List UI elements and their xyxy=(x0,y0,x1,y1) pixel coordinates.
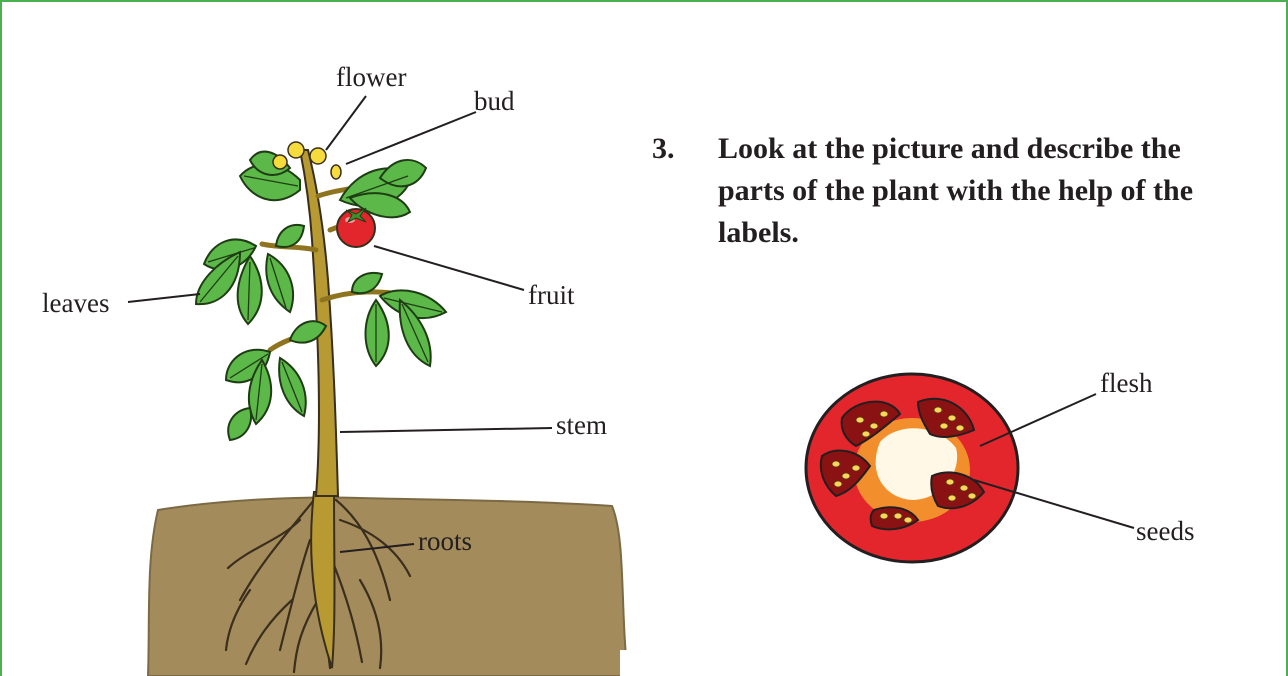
fruit-line xyxy=(374,246,524,290)
question-text: Look at the picture and describe the par… xyxy=(718,128,1252,254)
leaves-label: leaves xyxy=(42,290,109,317)
flower-label: flower xyxy=(336,64,406,91)
soil xyxy=(148,498,628,676)
leaves-line xyxy=(128,294,200,302)
question-3: 3. Look at the picture and describe the … xyxy=(652,128,1252,254)
flesh-label: flesh xyxy=(1100,370,1152,397)
fruit-label: fruit xyxy=(528,282,575,309)
tomato-section xyxy=(806,374,1018,562)
bud-label: bud xyxy=(474,88,515,115)
flower-line xyxy=(326,96,366,150)
roots-label: roots xyxy=(418,528,472,555)
bud-line xyxy=(346,112,476,164)
stem-label: stem xyxy=(556,412,607,439)
question-number: 3. xyxy=(652,128,718,254)
seeds-label: seeds xyxy=(1136,518,1194,545)
stem-line xyxy=(340,428,552,432)
fruit-tomato xyxy=(337,208,375,247)
buds xyxy=(331,165,341,179)
flowers xyxy=(273,142,326,169)
